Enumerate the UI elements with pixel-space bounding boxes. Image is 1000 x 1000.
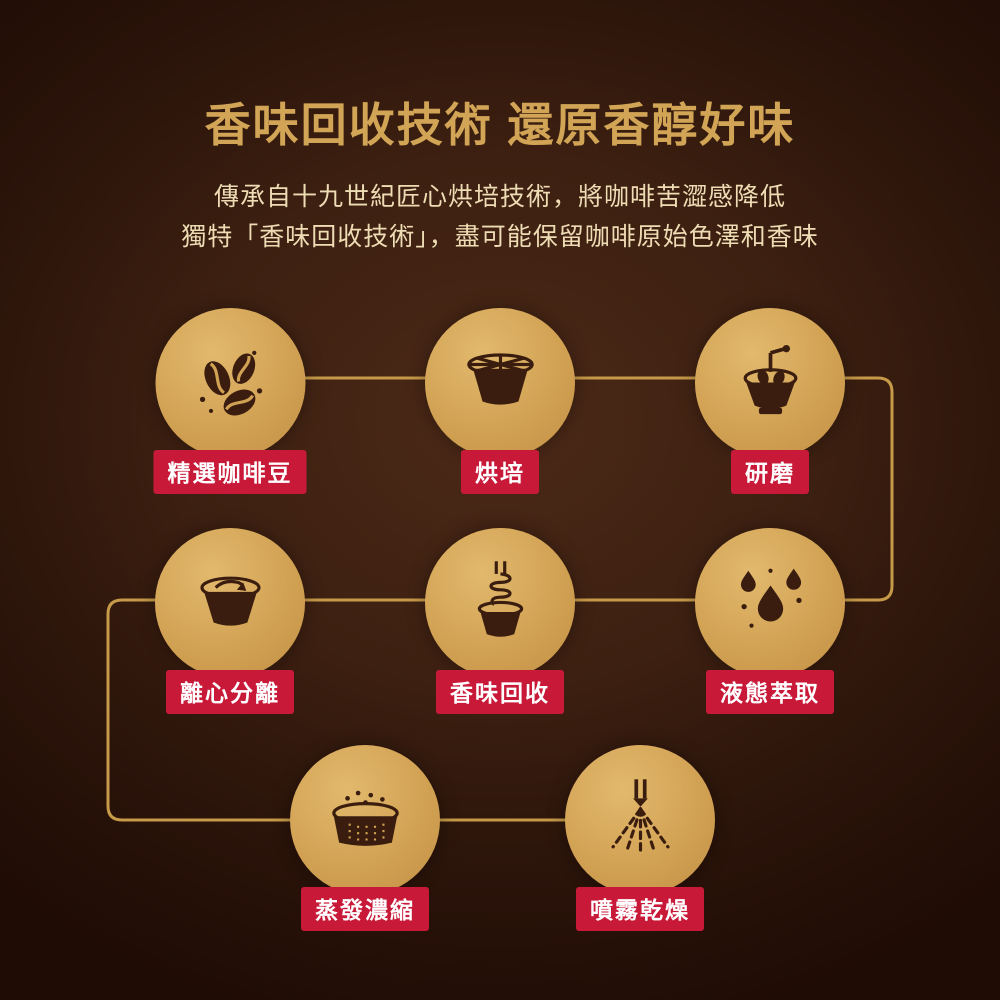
aroma-recovery-coil-icon [477, 560, 523, 637]
step-label: 精選咖啡豆 [153, 450, 307, 494]
step-label: 香味回收 [436, 670, 564, 714]
step-selected-beans: 精選咖啡豆 [153, 308, 307, 494]
step-spray-drying: 噴霧乾燥 [565, 745, 715, 931]
subtitle-line-2: 獨特「香味回收技術」，盡可能保留咖啡原始色澤和香味 [181, 223, 819, 252]
subtitle: 傳承自十九世紀匠心烘培技術，將咖啡苦澀感降低 獨特「香味回收技術」，盡可能保留咖… [0, 177, 1000, 258]
evaporation-pan-icon [331, 790, 399, 846]
subtitle-line-1: 傳承自十九世紀匠心烘培技術，將咖啡苦澀感降低 [213, 182, 786, 211]
step-circle [695, 528, 845, 678]
step-label: 液態萃取 [706, 670, 834, 714]
step-circle [155, 528, 305, 678]
step-circle [565, 745, 715, 895]
step-liquid-extraction: 液態萃取 [695, 528, 845, 714]
grinder-icon [743, 344, 797, 414]
spray-nozzle-icon [610, 778, 670, 856]
page-title: 香味回收技術 還原香醇好味 [204, 99, 796, 151]
coffee-beans-icon [199, 350, 263, 415]
step-circle [425, 528, 575, 678]
step-label: 蒸發濃縮 [301, 887, 429, 931]
liquid-drops-icon [740, 568, 802, 628]
step-label: 離心分離 [166, 670, 294, 714]
step-roasting: 烘培 [425, 308, 575, 494]
step-centrifugal-separation: 離心分離 [155, 528, 305, 714]
step-aroma-recovery: 香味回收 [425, 528, 575, 714]
step-circle [290, 745, 440, 895]
step-label: 噴霧乾燥 [576, 887, 704, 931]
header: 香味回收技術 還原香醇好味 傳承自十九世紀匠心烘培技術，將咖啡苦澀感降低 獨特「… [0, 0, 1000, 258]
step-circle [695, 308, 845, 458]
step-evaporation-concentration: 蒸發濃縮 [290, 745, 440, 931]
step-circle [425, 308, 575, 458]
step-label: 研磨 [731, 450, 809, 494]
step-label: 烘培 [461, 450, 539, 494]
centrifuge-icon [199, 576, 261, 626]
roasting-icon [466, 352, 534, 405]
step-circle [155, 308, 305, 458]
step-grinding: 研磨 [695, 308, 845, 494]
